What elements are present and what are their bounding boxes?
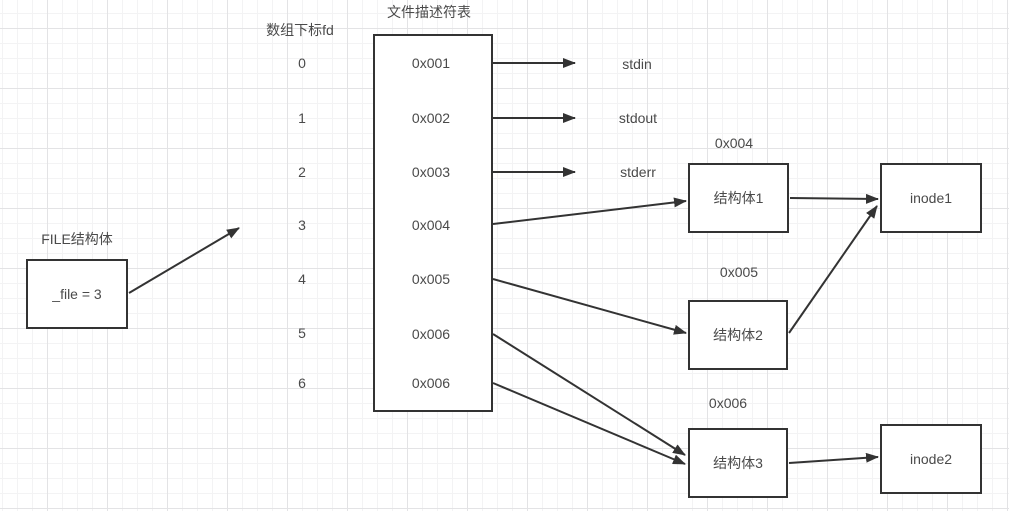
fd-index-0: 0: [298, 55, 306, 71]
struct-1-box: 结构体1: [688, 163, 789, 233]
fd-cell-4: 0x005: [411, 271, 451, 287]
fd-index-2: 2: [298, 164, 306, 180]
fd-table-title: 文件描述符表: [387, 4, 471, 20]
stream-stderr-label: stderr: [620, 164, 656, 180]
file-struct-value: _file = 3: [52, 286, 102, 302]
arrow-fd4-struct2: [492, 278, 687, 335]
struct-2-address: 0x005: [719, 264, 759, 280]
arrow-file-to-fd3: [128, 227, 240, 294]
struct-1-address: 0x004: [714, 135, 754, 151]
inode-1-box: inode1: [880, 163, 982, 233]
fd-column-label: 数组下标fd: [266, 22, 334, 38]
fd-cell-1: 0x002: [411, 110, 451, 126]
fd-index-5: 5: [298, 325, 306, 341]
fd-table-box: [373, 34, 493, 412]
fd-cell-0: 0x001: [411, 55, 451, 71]
fd-index-3: 3: [298, 217, 306, 233]
fd-cell-2: 0x003: [411, 164, 451, 180]
inode-2-box: inode2: [880, 424, 982, 494]
struct-3-label: 结构体3: [713, 455, 763, 471]
fd-cell-5: 0x006: [411, 326, 451, 342]
fd-index-1: 1: [298, 110, 306, 126]
file-struct-label: FILE结构体: [41, 231, 113, 247]
arrow-struct3-inode2: [788, 452, 879, 464]
fd-cell-3: 0x004: [411, 217, 451, 233]
struct-1-label: 结构体1: [713, 190, 764, 206]
arrow-struct1-inode1: [789, 193, 879, 204]
struct-2-box: 结构体2: [688, 300, 788, 370]
arrow-fd5-struct3: [492, 333, 686, 456]
stream-stdout-label: stdout: [618, 110, 658, 126]
arrow-struct2-inode1: [788, 205, 878, 334]
fd-index-6: 6: [298, 375, 306, 391]
inode-1-label: inode1: [909, 190, 953, 206]
file-struct-box: _file = 3: [26, 259, 128, 329]
fd-index-4: 4: [298, 271, 306, 287]
stream-stdin-label: stdin: [622, 56, 652, 72]
fd-cell-6: 0x006: [411, 375, 451, 391]
struct-3-address: 0x006: [708, 395, 748, 411]
struct-2-label: 结构体2: [713, 327, 763, 343]
arrow-fd6-struct3: [492, 382, 686, 465]
arrow-fd3-struct1: [492, 197, 687, 225]
struct-3-box: 结构体3: [688, 428, 788, 498]
inode-2-label: inode2: [909, 451, 953, 467]
